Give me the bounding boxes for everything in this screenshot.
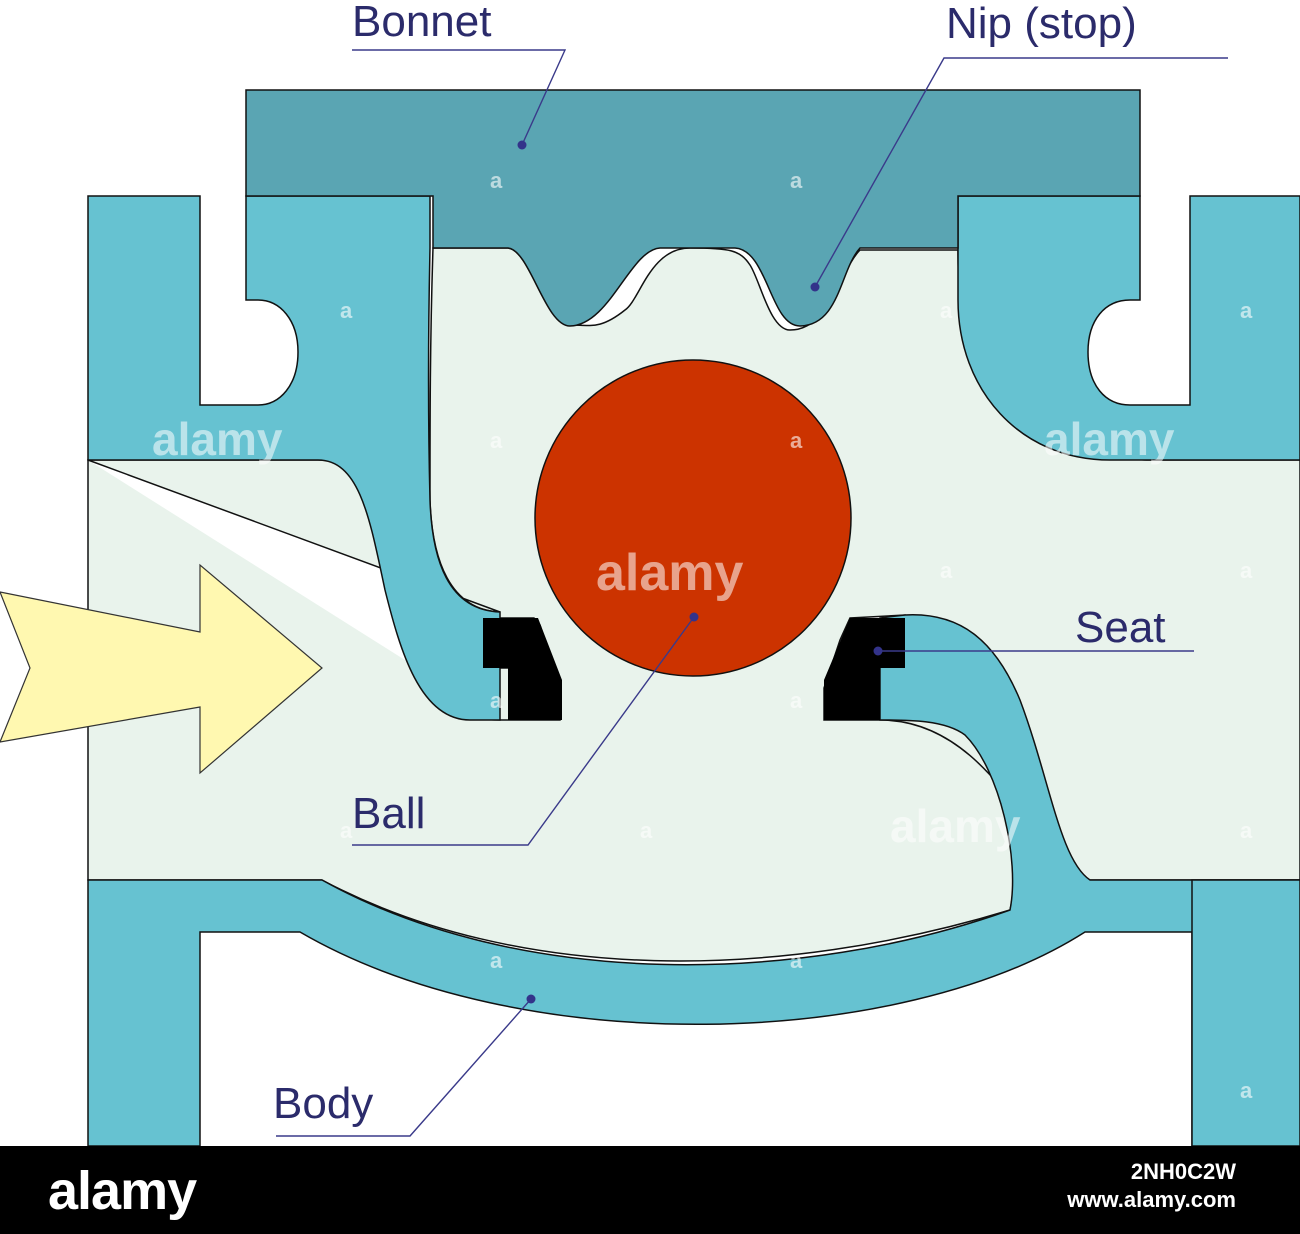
leader-line-ball — [352, 616, 695, 846]
watermark-a-9: a — [940, 558, 953, 583]
watermark-a-18: a — [340, 1078, 353, 1103]
seat-right — [824, 618, 905, 720]
watermark-a-13: a — [340, 818, 353, 843]
callout-seat: Seat — [873, 603, 1194, 656]
leader-dot-seat — [873, 646, 883, 656]
footer-image-info: 2NH0C2W www.alamy.com — [1067, 1158, 1236, 1214]
watermark-a-5: a — [1240, 298, 1253, 323]
bonnet-shape — [245, 89, 1141, 327]
watermark-a-8: a — [340, 558, 353, 583]
watermark-a-10: a — [1240, 558, 1253, 583]
leader-line-bonnet — [352, 49, 567, 146]
watermark-3: alamy — [596, 544, 744, 602]
watermark-a-15: a — [1240, 818, 1253, 843]
body-bottom-shell — [87, 614, 1300, 1147]
label-nip-stop: Nip (stop) — [946, 0, 1137, 48]
leader-dot-nip — [810, 282, 820, 292]
label-body: Body — [273, 1079, 373, 1128]
leader-dot-body — [526, 994, 536, 1004]
callout-body: Body — [273, 994, 536, 1137]
image-id: 2NH0C2W — [1130, 1159, 1236, 1184]
label-ball: Ball — [352, 789, 425, 838]
watermark-a-12: a — [790, 688, 803, 713]
body-right-flange — [957, 195, 1300, 461]
site-url: www.alamy.com — [1067, 1187, 1236, 1212]
label-seat: Seat — [1075, 603, 1166, 652]
watermark-1: alamy — [152, 413, 283, 465]
label-bonnet: Bonnet — [352, 0, 491, 46]
watermark-a-17: a — [790, 948, 803, 973]
watermark-a-4: a — [940, 298, 953, 323]
watermark-overlay: alamy alamy alamy alamy a a a a a a a a … — [152, 168, 1253, 1103]
watermark-a-19: a — [1240, 1078, 1253, 1103]
stock-footer-bar: alamy 2NH0C2W www.alamy.com — [0, 1146, 1300, 1234]
callout-bonnet: Bonnet — [352, 0, 567, 150]
watermark-a-11: a — [490, 688, 503, 713]
watermark-4: alamy — [890, 800, 1021, 852]
watermark-2: alamy — [1044, 413, 1175, 465]
body-left-flange — [87, 195, 501, 721]
callout-nip: Nip (stop) — [810, 0, 1228, 292]
flow-direction-arrow — [0, 563, 323, 775]
ball-shape — [534, 359, 852, 677]
watermark-a-14: a — [640, 818, 653, 843]
leader-dot-ball — [689, 612, 699, 622]
leader-line-body — [276, 998, 532, 1137]
watermark-a-1: a — [490, 168, 503, 193]
leader-dot-bonnet — [517, 140, 527, 150]
watermark-a-6: a — [490, 428, 503, 453]
seat-left — [483, 618, 562, 720]
watermark-a-3: a — [340, 298, 353, 323]
alamy-logo: alamy — [48, 1161, 197, 1221]
callout-ball: Ball — [352, 612, 699, 846]
body-right-bottom-flange — [1191, 879, 1300, 1147]
watermark-a-16: a — [490, 948, 503, 973]
watermark-a-7: a — [790, 428, 803, 453]
watermark-a-2: a — [790, 168, 803, 193]
leader-line-nip — [814, 57, 1228, 288]
